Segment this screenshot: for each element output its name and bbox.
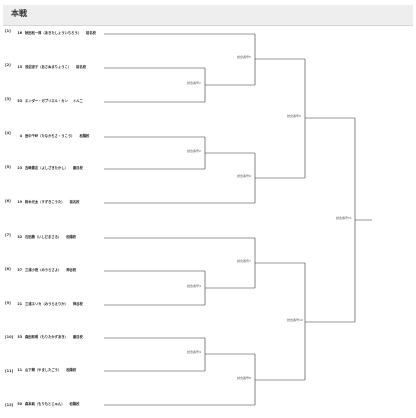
school-name: 松陽校 <box>66 234 77 239</box>
school-name: 桜名校 <box>69 199 80 204</box>
player-name: 浅沼涼子（あさぬまりょうこ） <box>25 64 72 69</box>
entry-number: 4 <box>19 133 22 138</box>
school-name: 松陽校 <box>69 401 80 406</box>
player-name: 秋田松一郎（あきたしょういちろう） <box>25 30 82 35</box>
match-label[interactable]: 試合番号5 <box>237 55 251 59</box>
entry-number: 50 <box>17 401 22 406</box>
match-label[interactable]: 試合番号1 <box>187 81 201 85</box>
player-name: 山下剛（やましたごう） <box>25 367 62 372</box>
seed-label: [12] <box>5 403 14 407</box>
school-name: 松陽校 <box>79 133 90 138</box>
entry-number: 21 <box>17 301 22 306</box>
entry-number: 16 <box>17 30 22 35</box>
entry-number: 15 <box>17 64 22 69</box>
entry-number: 23 <box>17 165 22 170</box>
player-name: 田中千紗（たなかちさ・うこう） <box>25 133 75 138</box>
match-label[interactable]: 試合番号3 <box>187 284 201 288</box>
seed-label: [2] <box>5 63 11 67</box>
school-name: 神谷校 <box>72 301 83 306</box>
school-name: 番目校 <box>72 334 83 339</box>
match-label[interactable]: 試合番号8 <box>237 376 251 380</box>
match-label[interactable]: 試合番号7 <box>237 259 251 263</box>
player-name: 石田勝（いしだまさる） <box>25 234 62 239</box>
match-label[interactable]: 試合番号11 <box>336 216 352 220</box>
seed-label: [5] <box>5 165 11 169</box>
seed-label: [10] <box>5 335 14 339</box>
player-name: 三浦小夜（みうらさよ） <box>25 267 62 272</box>
entry-number: 32 <box>17 234 22 239</box>
player-name: 森田和明（もりたかずあき） <box>25 334 68 339</box>
match-label[interactable]: 試合番号9 <box>287 114 301 118</box>
player-name: 鈴木光太（すずきこうた） <box>25 199 65 204</box>
match-label[interactable]: 試合番号10 <box>287 318 303 322</box>
entry-number: 19 <box>17 199 22 204</box>
entry-number: 53 <box>17 98 22 103</box>
school-name: 松陽校 <box>66 367 77 372</box>
school-name: トル二 <box>72 98 83 103</box>
school-name: 番目校 <box>72 165 83 170</box>
seed-label: [8] <box>5 267 11 271</box>
seed-label: [1] <box>5 29 11 33</box>
section-header: 本戦 <box>3 5 413 26</box>
entry-number: 33 <box>17 334 22 339</box>
school-name: 桜名校 <box>86 30 96 35</box>
player-name: 三浦エリカ（みうらえりか） <box>25 301 68 306</box>
seed-label: [7] <box>5 233 11 237</box>
seed-label: [4] <box>5 131 11 135</box>
seed-label: [6] <box>5 199 11 203</box>
match-label[interactable]: 試合番号6 <box>237 174 251 178</box>
player-name: エンダー・ガブリエル・カン <box>25 98 68 103</box>
seed-label: [3] <box>5 97 11 101</box>
player-name: 吉崎貴志（よしざきたかし） <box>25 165 68 170</box>
match-label[interactable]: 試合番号2 <box>187 149 201 153</box>
school-name: 神谷校 <box>66 267 77 272</box>
entry-number: 11 <box>17 367 22 372</box>
seed-label: [9] <box>5 301 11 305</box>
section-title: 本戦 <box>11 9 27 18</box>
school-name: 桜名校 <box>76 64 87 69</box>
entry-number: 37 <box>17 267 22 272</box>
match-label[interactable]: 試合番号4 <box>187 350 201 354</box>
player-name: 森本純（もりもとじゅん） <box>25 401 65 406</box>
seed-label: [11] <box>5 369 14 373</box>
